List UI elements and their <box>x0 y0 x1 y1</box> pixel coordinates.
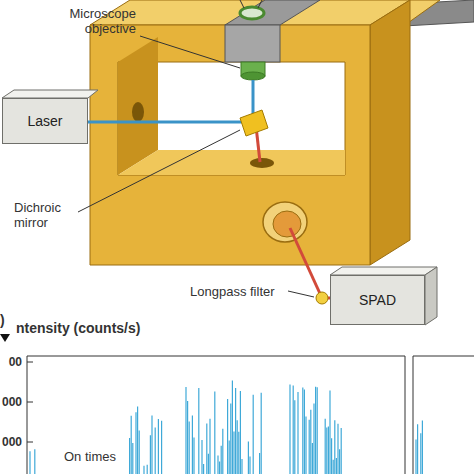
intensity-spike <box>341 428 342 474</box>
intensity-spike <box>241 459 242 474</box>
part-label: Dichroic mirror <box>14 200 76 230</box>
intensity-spike <box>329 391 330 474</box>
intensity-spike <box>29 451 30 474</box>
intensity-spike <box>328 427 329 474</box>
intensity-spike <box>240 391 241 474</box>
intensity-spike <box>302 388 303 474</box>
intensity-spike <box>315 387 316 474</box>
detector-box: SPAD <box>330 275 425 325</box>
laser-box: Laser <box>2 98 88 144</box>
intensity-spike <box>150 435 151 474</box>
intensity-spike <box>337 424 338 474</box>
intensity-spike <box>227 399 228 474</box>
intensity-spike <box>34 449 35 474</box>
intensity-spike <box>297 392 298 474</box>
intensity-spike <box>248 441 249 474</box>
intensity-spike <box>305 417 306 474</box>
intensity-spike <box>333 460 334 474</box>
intensity-spike <box>310 410 311 474</box>
intensity-spike <box>132 443 133 474</box>
intensity-spike <box>420 433 421 474</box>
intensity-spike <box>221 446 222 474</box>
intensity-spike <box>203 464 204 474</box>
intensity-spike <box>229 440 230 474</box>
intensity-spike <box>158 419 159 474</box>
intensity-spike <box>293 386 294 474</box>
intensity-spike <box>222 429 223 474</box>
intensity-spike <box>193 437 194 474</box>
intensity-spike <box>304 390 305 474</box>
intensity-spike <box>331 438 332 474</box>
intensity-spike <box>131 416 132 474</box>
intensity-spike <box>415 440 416 474</box>
intensity-spike <box>232 381 233 474</box>
intensity-spike <box>261 393 262 474</box>
intensity-spike <box>187 401 188 474</box>
intensity-spike <box>238 432 239 474</box>
intensity-spike <box>233 432 234 474</box>
intensity-spike <box>139 431 140 474</box>
intensity-spike <box>325 419 326 474</box>
intensity-spike <box>219 462 220 474</box>
annotation: On times <box>64 449 116 465</box>
box-label: SPAD <box>353 292 402 308</box>
intensity-spike <box>201 440 202 474</box>
axis-title: ntensity (counts/s) <box>16 320 140 337</box>
intensity-spike <box>147 465 148 474</box>
intensity-spike <box>313 404 314 474</box>
intensity-spike <box>129 438 130 474</box>
intensity-spike <box>198 388 199 474</box>
intensity-spike <box>249 457 250 474</box>
intensity-spike <box>339 449 340 474</box>
intensity-spike <box>185 387 186 474</box>
intensity-spike <box>309 420 310 474</box>
intensity-spike <box>294 400 295 474</box>
part-label: Microscope objective <box>52 6 136 36</box>
intensity-spike <box>334 420 335 474</box>
tick-label: 00 <box>9 355 22 370</box>
intensity-spike <box>417 424 418 474</box>
intensity-spike <box>143 466 144 474</box>
panel-letter: ) <box>0 312 5 329</box>
intensity-spike <box>235 388 236 474</box>
intensity-spike <box>312 443 313 474</box>
intensity-spike <box>135 412 136 474</box>
intensity-spike <box>192 415 193 474</box>
intensity-spike <box>137 407 138 474</box>
intensity-spike <box>206 424 207 474</box>
intensity-spike <box>161 421 162 474</box>
intensity-spike <box>237 420 238 474</box>
intensity-spike <box>253 395 254 474</box>
intensity-spike <box>336 458 337 474</box>
intensity-spike <box>230 404 231 474</box>
intensity-spike <box>189 421 190 474</box>
intensity-spike <box>155 428 156 474</box>
intensity-spike <box>208 454 209 474</box>
intensity-spike <box>326 428 327 474</box>
intensity-spike <box>289 385 290 474</box>
box-label: Laser <box>21 113 68 129</box>
intensity-spike <box>151 416 152 474</box>
intensity-spike <box>317 387 318 474</box>
intensity-spike <box>217 456 218 474</box>
tick-label: 000 <box>2 435 22 450</box>
part-label: Longpass filter <box>190 284 275 299</box>
intensity-spike <box>259 453 260 474</box>
tick-label: 000 <box>2 395 22 410</box>
intensity-spike <box>422 421 423 474</box>
intensity-spike <box>209 419 210 474</box>
intensity-spike <box>214 392 215 474</box>
